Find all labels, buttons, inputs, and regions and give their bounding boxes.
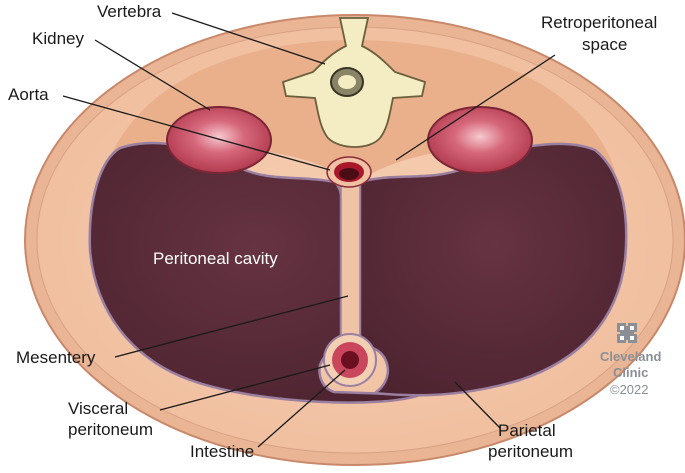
leader-visceral: [159, 364, 331, 411]
leader-mesentery: [114, 295, 349, 358]
mesentery: [340, 181, 361, 348]
label-parietal-line1: Parietal: [498, 421, 556, 440]
leader-vertebra: [171, 12, 326, 65]
leader-parietal: [454, 381, 501, 429]
aorta-lumen-inner: [339, 168, 359, 180]
label-parietal-line2: peritoneum: [488, 442, 573, 461]
right-kidney: [427, 106, 533, 174]
logo-line1: Cleveland: [600, 349, 661, 364]
label-retroperitoneal-line1: Retroperitoneal: [541, 13, 657, 32]
intestine-lumen: [341, 351, 359, 369]
logo-line2: Clinic: [613, 365, 648, 380]
leader-retroperitoneal: [395, 54, 556, 161]
label-peritoneal-cavity: Peritoneal cavity: [153, 249, 278, 268]
label-aorta: Aorta: [8, 85, 49, 104]
leader-intestine: [257, 369, 346, 448]
label-visceral-line2: peritoneum: [68, 420, 153, 439]
label-mesentery: Mesentery: [16, 348, 96, 367]
logo-copyright: ©2022: [610, 382, 649, 397]
leader-kidney: [94, 39, 211, 111]
label-intestine: Intestine: [190, 442, 254, 461]
label-kidney: Kidney: [32, 29, 84, 48]
cleveland-clinic-cross-icon: [617, 323, 637, 343]
label-visceral-line1: Visceral: [68, 399, 128, 418]
label-retroperitoneal-line2: space: [582, 35, 627, 54]
leader-aorta: [62, 95, 331, 171]
label-vertebra: Vertebra: [97, 2, 162, 21]
left-kidney: [166, 106, 272, 174]
spinal-cord: [338, 75, 356, 89]
